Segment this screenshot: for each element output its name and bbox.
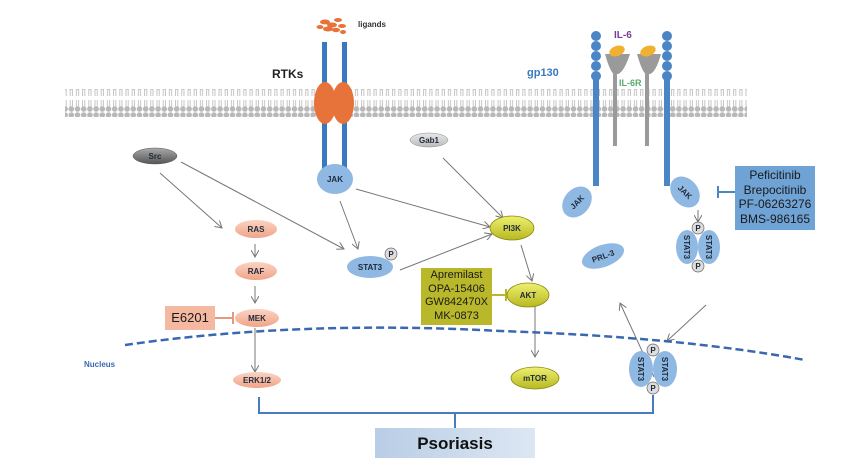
node-gab1: Gab1	[409, 132, 449, 148]
ligands-label: ligands	[358, 20, 387, 29]
drug-pf-06263276: PF-06263276	[738, 197, 812, 211]
svg-text:Src: Src	[149, 152, 162, 161]
node-pi3k: PI3K	[489, 215, 535, 241]
node-jak-rtk: JAK	[317, 164, 353, 194]
node-akt: AKT	[506, 282, 550, 308]
pathway-arrows	[159, 157, 707, 378]
akt-inhibitor-box: Apremilast OPA-15406 GW842470X MK-0873	[421, 268, 492, 325]
drug-brepocitinib: Brepocitinib	[743, 182, 807, 197]
il6r-label: IL-6R	[619, 78, 642, 88]
svg-text:P: P	[650, 346, 656, 355]
svg-text:P: P	[695, 262, 701, 271]
svg-text:mTOR: mTOR	[523, 374, 547, 383]
mek-inhibitor-box: E6201	[165, 306, 215, 330]
node-jak-gp130-right: JAK	[670, 176, 700, 208]
convergence-bracket	[258, 395, 654, 428]
node-erk: ERK1/2	[233, 372, 281, 388]
drug-apremilast: Apremilast	[430, 269, 483, 281]
svg-text:RAS: RAS	[248, 225, 266, 234]
drug-bms-986165: BMS-986165	[739, 211, 811, 226]
gp130-receptor-right	[662, 31, 672, 186]
svg-text:MEK: MEK	[248, 314, 266, 323]
node-ras: RAS	[235, 220, 277, 238]
cell-membrane	[65, 89, 747, 117]
gp130-label: gp130	[527, 67, 559, 79]
psoriasis-label: Psoriasis	[417, 434, 493, 453]
gp130-receptor-left	[591, 31, 601, 186]
inhibitor-bars	[214, 186, 735, 324]
node-mtor: mTOR	[510, 366, 560, 390]
nuclear-envelope	[124, 326, 806, 362]
drug-opa-15406: OPA-15406	[428, 282, 485, 295]
svg-text:STAT3: STAT3	[704, 235, 713, 260]
drug-mk-0873: MK-0873	[434, 309, 479, 322]
node-mek: MEK	[235, 309, 279, 327]
il6-ligand-icon	[609, 45, 656, 57]
rtk-receptor	[314, 42, 354, 170]
svg-text:RAF: RAF	[248, 267, 265, 276]
nucleus-label: Nucleus	[84, 360, 116, 369]
svg-text:ERK1/2: ERK1/2	[243, 376, 272, 385]
drug-gw842470x: GW842470X	[425, 296, 488, 308]
svg-text:STAT3: STAT3	[660, 357, 669, 382]
psoriasis-box	[375, 428, 535, 458]
svg-text:P: P	[650, 384, 656, 393]
svg-text:P: P	[695, 224, 701, 233]
node-stat3-dimer-nucleus: STAT3 STAT3 P P	[629, 343, 677, 395]
rtks-label: RTKs	[272, 67, 304, 81]
svg-text:P: P	[388, 250, 394, 259]
svg-text:AKT: AKT	[520, 291, 537, 300]
svg-text:PI3K: PI3K	[503, 224, 521, 233]
node-stat3-dimer: STAT3 STAT3 P P	[676, 221, 720, 273]
svg-text:JAK: JAK	[327, 175, 343, 184]
drug-peficitinib: Peficitinib	[749, 168, 801, 182]
jak-inhibitor-box: Peficitinib Brepocitinib PF-06263276 BMS…	[735, 166, 815, 230]
ligands-icon	[316, 18, 346, 34]
il6-label: IL-6	[614, 30, 632, 41]
svg-text:STAT3: STAT3	[682, 235, 691, 260]
il6-receptor	[605, 54, 661, 146]
svg-text:STAT3: STAT3	[636, 357, 645, 382]
node-src: Src	[132, 147, 178, 165]
node-raf: RAF	[235, 262, 277, 280]
svg-text:STAT3: STAT3	[358, 263, 383, 272]
node-jak-gp130-left: JAK	[562, 186, 592, 218]
svg-text:Gab1: Gab1	[419, 136, 440, 145]
node-prl3: PRL-3	[581, 243, 625, 269]
node-stat3: STAT3 P	[347, 247, 398, 278]
drug-e6201: E6201	[171, 310, 209, 325]
